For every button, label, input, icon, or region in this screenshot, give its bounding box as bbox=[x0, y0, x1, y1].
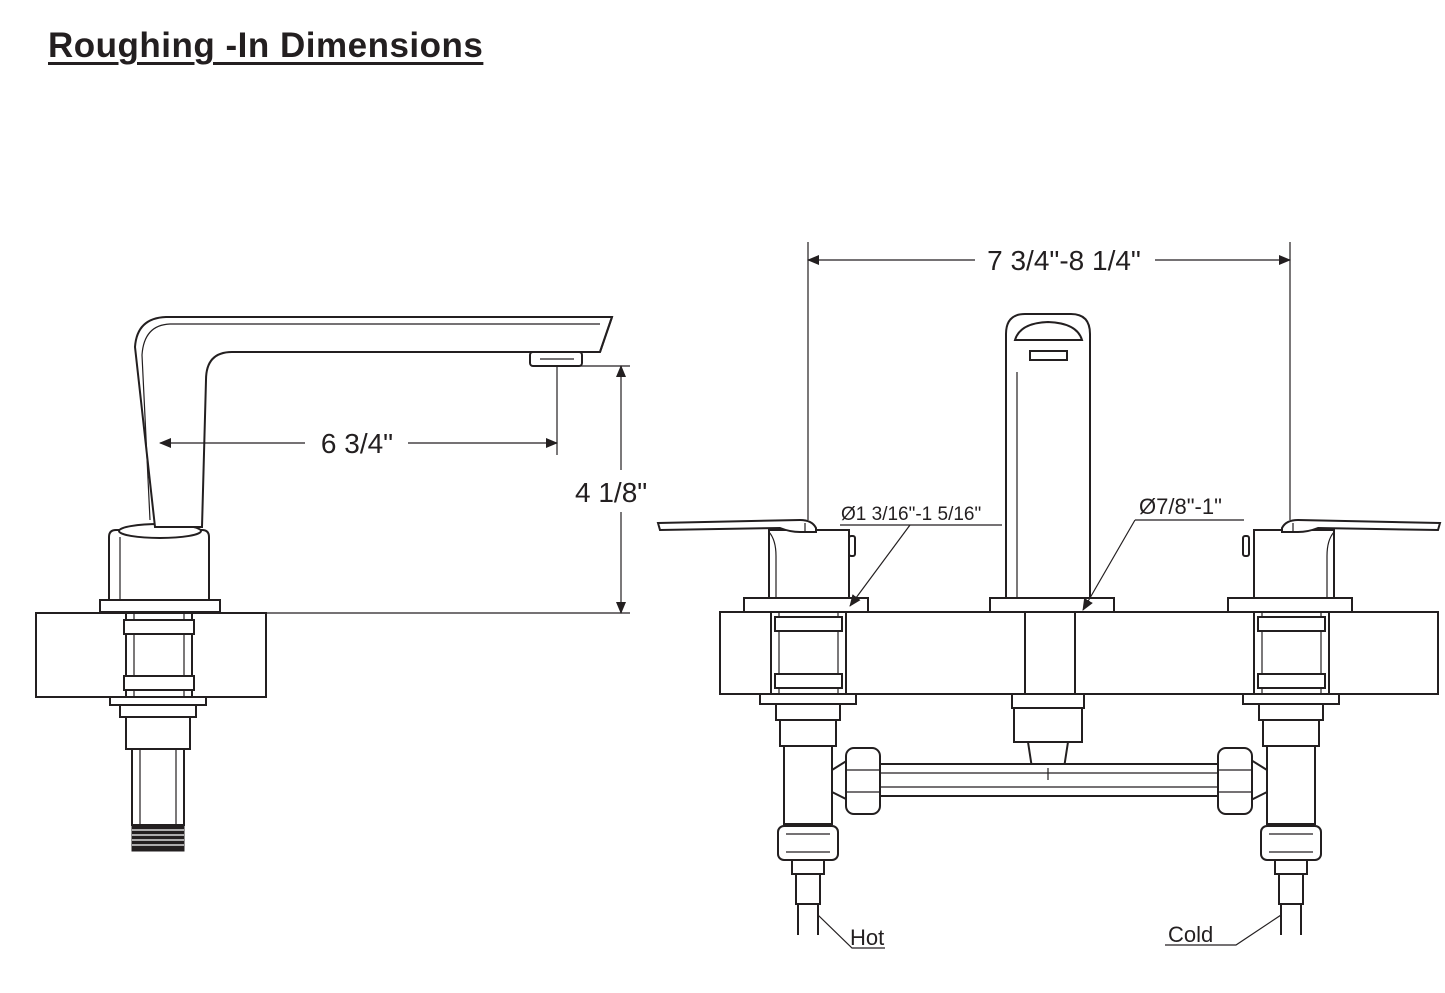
front-countertop bbox=[719, 611, 1439, 695]
spout-shank-assembly bbox=[1011, 693, 1085, 782]
cold-valve-assembly bbox=[1242, 693, 1340, 935]
page-title: Roughing -In Dimensions bbox=[48, 26, 484, 65]
side-view: 6 3/4" 4 1/8" bbox=[35, 316, 647, 852]
center-spread-label: 7 3/4"-8 1/4" bbox=[987, 245, 1141, 276]
hot-handle bbox=[656, 518, 869, 613]
side-dimension-lines bbox=[159, 365, 630, 614]
cold-label: Cold bbox=[1168, 922, 1213, 947]
spout-height-label: 4 1/8" bbox=[575, 477, 647, 508]
front-dimension-lines bbox=[807, 242, 1291, 949]
hot-label: Hot bbox=[850, 925, 884, 950]
spout-reach-label: 6 3/4" bbox=[321, 428, 393, 459]
spout bbox=[989, 313, 1115, 613]
mixing-hose-assembly bbox=[831, 747, 1268, 815]
handle-hole-diameter-label: Ø1 3/16"-1 5/16" bbox=[841, 504, 981, 525]
hot-valve-assembly bbox=[759, 693, 857, 935]
side-shank-connector bbox=[109, 696, 207, 852]
front-view: 7 3/4"-8 1/4" Ø1 3/16"-1 5/16" Ø7/8"-1" … bbox=[656, 242, 1442, 950]
cold-handle bbox=[1227, 518, 1442, 613]
side-faucet-body bbox=[99, 316, 614, 613]
spout-hole-diameter-label: Ø7/8"-1" bbox=[1139, 494, 1222, 519]
side-countertop bbox=[35, 612, 267, 698]
